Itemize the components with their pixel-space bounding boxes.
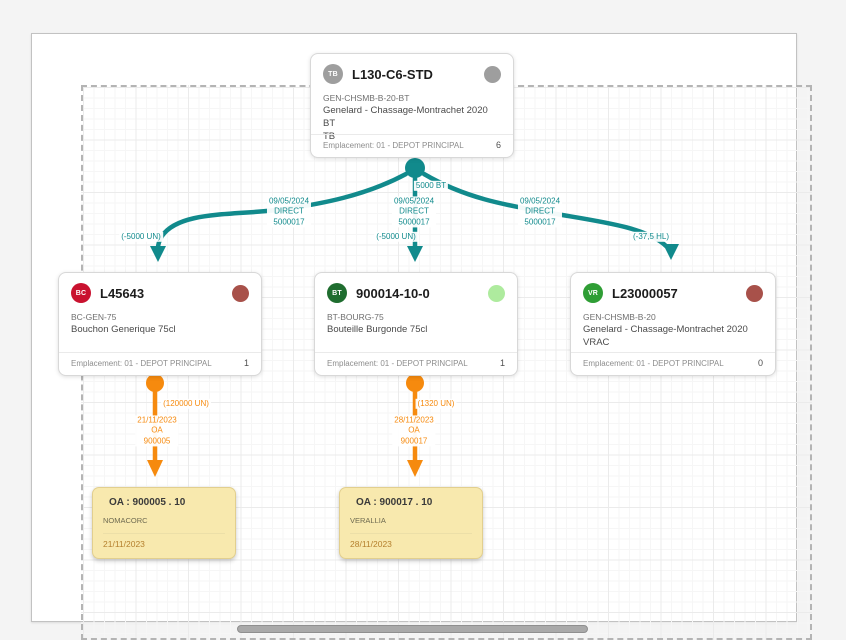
edge-ref: 5000017: [524, 217, 556, 227]
lot-card-right[interactable]: VR L23000057 GEN-CHSMB-B-20 Genelard - C…: [570, 272, 776, 376]
product-name: Bouteille Burgonde 75cl: [327, 324, 428, 335]
edge-date: 09/05/2024: [519, 196, 561, 206]
lot-type-badge: BT: [327, 283, 347, 303]
location-label: Emplacement: 01 - DEPOT PRINCIPAL: [71, 358, 212, 368]
product-code: GEN-CHSMB-B-20-BT: [323, 93, 410, 103]
quantity-count: 1: [499, 358, 505, 368]
lot-card-left[interactable]: BC L45643 BC-GEN-75 Bouchon Generique 75…: [58, 272, 262, 376]
location-label: Emplacement: 01 - DEPOT PRINCIPAL: [323, 140, 464, 150]
product-suffix: VRAC: [583, 336, 610, 348]
arrowhead-right: [663, 244, 679, 260]
edge-ref: 5000017: [398, 217, 430, 227]
lot-card-root[interactable]: TB L130-C6-STD GEN-CHSMB-B-20-BT Genelar…: [310, 53, 514, 158]
location-label: Emplacement: 01 - DEPOT PRINCIPAL: [583, 358, 724, 368]
status-dot: [746, 284, 763, 302]
product-code: BT-BOURG-75: [327, 312, 384, 322]
edge-label-orange-middle: 28/11/2023 OA 900017: [392, 415, 436, 447]
edge-mode: DIRECT: [399, 206, 429, 216]
arrowhead-left-note: [147, 460, 163, 477]
order-date: 21/11/2023: [103, 539, 145, 549]
status-dot: [232, 284, 249, 302]
note-divider: [103, 533, 225, 534]
edge-mode: DIRECT: [274, 206, 304, 216]
lot-card-middle[interactable]: BT 900014-10-0 BT-BOURG-75 Bouteille Bur…: [314, 272, 518, 376]
arrowhead-left: [150, 246, 166, 262]
horizontal-scrollbar[interactable]: [237, 625, 588, 633]
edge-label-middle: 09/05/2024 DIRECT 5000017: [391, 196, 437, 228]
left-connector-dot: [146, 374, 164, 392]
lot-type-badge: TB: [323, 64, 343, 84]
edge-qty-left: (-5000 UN): [119, 231, 163, 243]
status-dot: [484, 65, 501, 83]
quantity-count: 0: [757, 358, 763, 368]
edge-ref: 900005: [143, 436, 171, 446]
edge-mode: OA: [408, 425, 420, 435]
supplier-name: NOMACORC: [103, 516, 148, 525]
lot-title: L45643: [100, 285, 145, 301]
arrowhead-middle-note: [407, 460, 423, 477]
status-dot: [488, 284, 505, 302]
edge-ref: 5000017: [273, 217, 305, 227]
edge-qty-orange-middle: (1320 UN): [415, 398, 457, 410]
order-note-left[interactable]: OA : 900005 . 10 NOMACORC 21/11/2023: [92, 487, 236, 559]
quantity-count: 1: [243, 358, 249, 368]
edge-qty-middle: (-5000 UN): [374, 231, 418, 243]
order-title: OA : 900005 . 10: [109, 497, 186, 508]
edge-date: 28/11/2023: [394, 415, 434, 425]
lot-type-badge: BC: [71, 283, 91, 303]
order-date: 28/11/2023: [350, 539, 392, 549]
middle-connector-dot: [406, 374, 424, 392]
lot-title: 900014-10-0: [356, 285, 430, 301]
product-code: BC-GEN-75: [71, 312, 117, 322]
supplier-name: VERALLIA: [350, 516, 386, 525]
edge-mode: DIRECT: [525, 206, 555, 216]
edge-mode: OA: [151, 425, 163, 435]
product-suffix: TB: [323, 130, 336, 142]
edge-label-right: 09/05/2024 DIRECT 5000017: [517, 196, 563, 228]
product-code: GEN-CHSMB-B-20: [583, 312, 656, 322]
lot-type-badge: VR: [583, 283, 603, 303]
lot-title: L130-C6-STD: [352, 66, 433, 82]
source-quantity-label: 5000 BT: [413, 180, 449, 192]
edge-ref: 900017: [400, 436, 428, 446]
product-name: Genelard - Chassage-Montrachet 2020 BT: [323, 105, 488, 129]
order-title: OA : 900017 . 10: [356, 497, 433, 508]
order-note-right[interactable]: OA : 900017 . 10 VERALLIA 28/11/2023: [339, 487, 483, 559]
edge-label-left: 09/05/2024 DIRECT 5000017: [266, 196, 312, 228]
edge-qty-orange-left: (120000 UN): [161, 398, 211, 410]
edge-qty-right: (-37,5 HL): [630, 231, 672, 243]
edge-date: 09/05/2024: [268, 196, 310, 206]
product-name: Genelard - Chassage-Montrachet 2020: [583, 324, 748, 335]
arrowhead-middle: [407, 246, 423, 262]
product-name: Bouchon Generique 75cl: [71, 324, 176, 335]
note-divider: [350, 533, 472, 534]
location-label: Emplacement: 01 - DEPOT PRINCIPAL: [327, 358, 468, 368]
edge-date: 09/05/2024: [393, 196, 435, 206]
edge-label-orange-left: 21/11/2023 OA 900005: [135, 415, 179, 447]
edge-date: 21/11/2023: [137, 415, 177, 425]
quantity-count: 6: [495, 140, 501, 150]
source-connector-dot: [405, 158, 425, 178]
lot-title: L23000057: [612, 285, 678, 301]
